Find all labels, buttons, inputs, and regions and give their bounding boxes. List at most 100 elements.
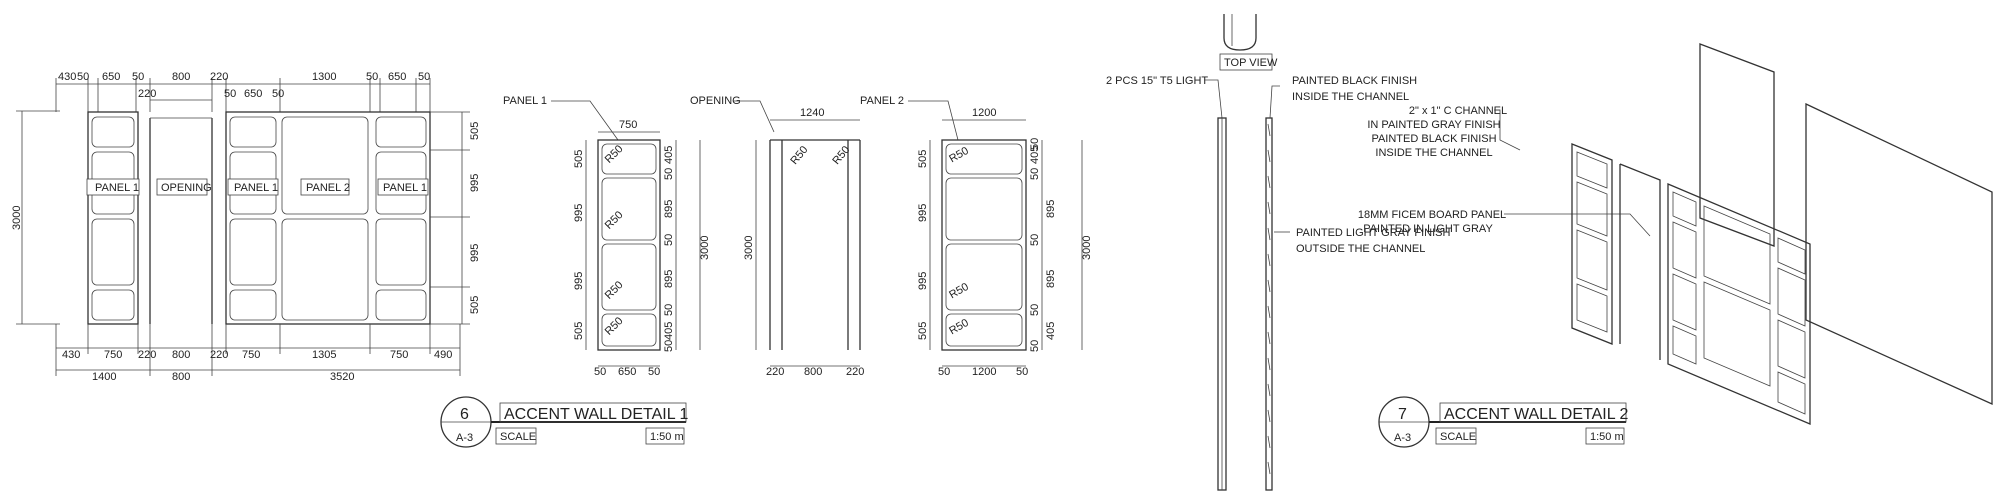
elev-bottom-dim: 220	[210, 349, 228, 361]
panel-2-bottom-dim: 50	[938, 366, 950, 378]
elev-top-dim: 800	[172, 71, 190, 83]
elev-opening-label: OPENING	[161, 182, 212, 194]
panel-2-bottom-dim: 50	[1016, 366, 1028, 378]
panel-1-left-dim: 505	[573, 150, 585, 168]
elev-top-dim: 50	[132, 71, 144, 83]
black-note-2: INSIDE THE CHANNEL	[1292, 91, 1409, 103]
elev-bottom-dim: 750	[104, 349, 122, 361]
section-detail: TOP VIEW 2 PCS 15" T5 LIGHT PAINTED BLAC…	[1106, 14, 1450, 491]
channel-note: IN PAINTED GRAY FINISH	[1367, 119, 1500, 131]
panel-1-right-dim: 50	[663, 234, 675, 246]
panel-1-detail-label: PANEL 1	[503, 95, 547, 107]
channel-note: PAINTED BLACK FINISH	[1371, 133, 1496, 145]
title-7-sheet: A-3	[1394, 432, 1411, 444]
elev-bottom-total: 3520	[330, 371, 354, 383]
elev-right-dim: 995	[469, 244, 481, 262]
title-7-number: 7	[1398, 406, 1407, 423]
elev-bottom-total: 800	[172, 371, 190, 383]
title-6-sheet: A-3	[456, 432, 473, 444]
elev-panel-1-mid-label: PANEL 1	[234, 182, 278, 194]
board-note: 18MM FICEM BOARD PANEL	[1358, 209, 1506, 221]
panel-2-right-dim: 50	[1029, 168, 1041, 180]
panel-2-right-dim: 405	[1045, 322, 1057, 340]
panel-1-right-dim: 50	[663, 304, 675, 316]
title-block-7: 7 A-3 ACCENT WALL DETAIL 2 SCALE 1:50 m	[1378, 396, 1628, 448]
panel-1-left-dim: 995	[573, 204, 585, 222]
opening-detail-label: OPENING	[690, 95, 741, 107]
panel-2-detail-label: PANEL 2	[860, 95, 904, 107]
elev-height-dim: 3000	[11, 206, 23, 230]
panel-2-left-dim: 505	[917, 322, 929, 340]
title-block-6: 6 A-3 ACCENT WALL DETAIL 1 SCALE 1:50 m	[440, 396, 688, 448]
top-view-label: TOP VIEW	[1224, 57, 1278, 69]
title-6-scale-label: SCALE	[500, 431, 536, 443]
title-6-scale-value: 1:50 m	[650, 431, 684, 443]
panel-2-radius: R50	[947, 145, 970, 165]
isometric-view: 2" x 1" C CHANNEL IN PAINTED GRAY FINISH…	[1358, 43, 1993, 425]
panel-2-radius: R50	[947, 317, 970, 337]
panel-2-width-dim: 1200	[972, 107, 996, 119]
panel-1-radius: R50	[603, 209, 626, 232]
panel-2-right-dim: 895	[1045, 200, 1057, 218]
opening-bottom-dim: 220	[766, 366, 784, 378]
elev-bottom-total: 1400	[92, 371, 116, 383]
elev-bottom-dim: 490	[434, 349, 452, 361]
gray-note-1: PAINTED LIGHT GRAY FINISH	[1296, 227, 1450, 239]
elev-opening	[149, 117, 213, 324]
elev-top-dim: 650	[388, 71, 406, 83]
elev-top-dim-2: 220	[138, 88, 156, 100]
panel-1-right-dim: 405	[663, 146, 675, 164]
gray-note-2: OUTSIDE THE CHANNEL	[1296, 243, 1425, 255]
elev-top-dim-2: 50	[272, 88, 284, 100]
panel-2-left-dim: 505	[917, 150, 929, 168]
panel-2-left-dim: 995	[917, 204, 929, 222]
panel-2-right-dim: 405	[1029, 146, 1041, 164]
light-note: 2 PCS 15" T5 LIGHT	[1106, 75, 1208, 87]
board-note: PAINTED IN LIGHT GRAY	[1363, 223, 1493, 235]
panel-2-radius: R50	[947, 281, 970, 301]
opening-detail: OPENING 1240 R50 R50 3000 220 800 220	[690, 95, 864, 378]
elev-panel-group	[225, 111, 431, 325]
title-6-number: 6	[460, 406, 469, 423]
elev-bottom-dim: 800	[172, 349, 190, 361]
panel-1-height-dim: 3000	[699, 236, 711, 260]
panel-2-right-dim: 50	[1029, 138, 1041, 150]
elev-bottom-dim: 430	[62, 349, 80, 361]
elev-top-dim: 650	[102, 71, 120, 83]
elev-right-dim: 505	[469, 296, 481, 314]
panel-1-right-dim: 50	[663, 340, 675, 352]
panel-2-right-dim: 50	[1029, 234, 1041, 246]
elev-panel-1-left-label: PANEL 1	[95, 182, 139, 194]
panel-2-right-dim: 895	[1045, 270, 1057, 288]
panel-1-radius: R50	[603, 315, 626, 338]
panel-1-width-dim: 750	[619, 119, 637, 131]
opening-radius: R50	[788, 144, 810, 167]
elev-top-dim: 50	[366, 71, 378, 83]
elev-panel-1-left	[87, 111, 139, 325]
elev-panel-1-right-label: PANEL 1	[383, 182, 427, 194]
panel-1-left-dim: 505	[573, 322, 585, 340]
opening-radius: R50	[830, 144, 852, 167]
panel-1-right-dim: 895	[663, 200, 675, 218]
elev-top-dim: 50	[77, 71, 89, 83]
title-7-text: ACCENT WALL DETAIL 2	[1444, 406, 1628, 423]
elev-top-dim: 220	[210, 71, 228, 83]
elev-top-dim: 430	[58, 71, 76, 83]
opening-height-dim: 3000	[743, 236, 755, 260]
elev-panel-2-label: PANEL 2	[306, 182, 350, 194]
title-7-scale-value: 1:50 m	[1590, 431, 1624, 443]
panel-1-right-dim: 50	[663, 168, 675, 180]
elev-right-dim: 505	[469, 122, 481, 140]
panel-2-height-dim: 3000	[1081, 236, 1093, 260]
panel-1-right-dim: 405	[663, 322, 675, 340]
black-note-1: PAINTED BLACK FINISH	[1292, 75, 1417, 87]
panel-2-left-dim: 995	[917, 272, 929, 290]
panel-1-detail: PANEL 1 750 R50 R50 R50 R50 505 995 995 …	[503, 95, 711, 378]
elev-top-dim: 50	[418, 71, 430, 83]
title-7-scale-label: SCALE	[1440, 431, 1476, 443]
panel-1-bottom-dim: 50	[648, 366, 660, 378]
elev-top-dim-2: 650	[244, 88, 262, 100]
panel-2-right-dim: 50	[1029, 304, 1041, 316]
